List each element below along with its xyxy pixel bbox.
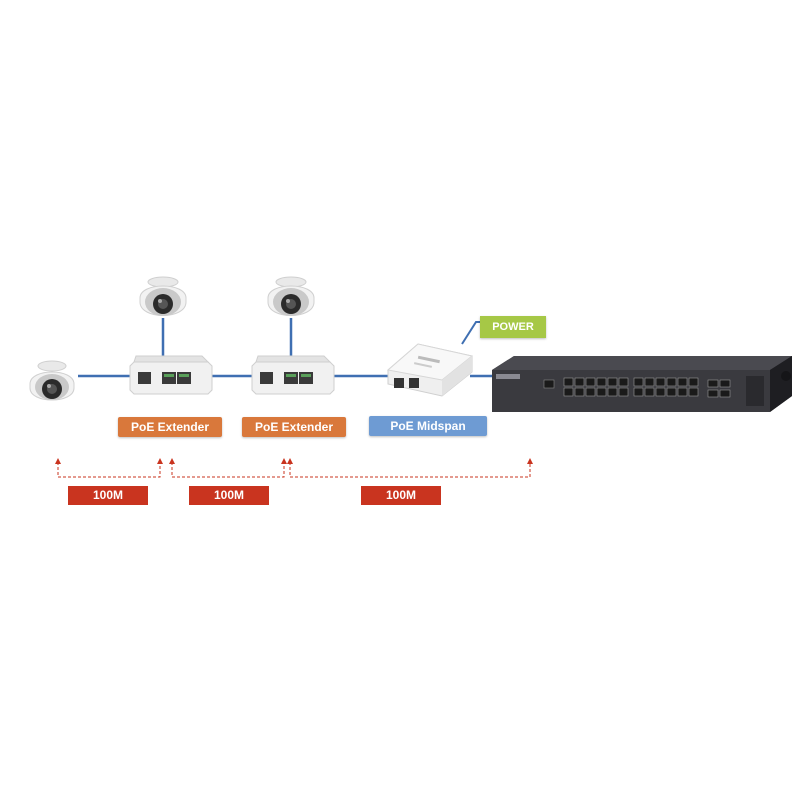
arrowhead bbox=[527, 458, 533, 464]
distance-label-1: 100M bbox=[68, 486, 148, 505]
poe-extender-device-icon bbox=[129, 355, 213, 395]
arrowhead bbox=[55, 458, 61, 464]
span-marker-3 bbox=[289, 462, 531, 478]
span-marker-2 bbox=[171, 462, 285, 478]
span-marker-1 bbox=[57, 462, 161, 478]
dome-camera-icon bbox=[139, 276, 187, 316]
arrowhead bbox=[157, 458, 163, 464]
arrowhead bbox=[281, 458, 287, 464]
arrowhead bbox=[287, 458, 293, 464]
poe-extender-label-1: PoE Extender bbox=[118, 417, 222, 437]
dome-camera-icon bbox=[29, 360, 75, 401]
poe-midspan-label: PoE Midspan bbox=[369, 416, 487, 436]
dome-camera-icon bbox=[267, 276, 315, 316]
poe-extender-device-icon bbox=[251, 355, 335, 395]
arrowhead bbox=[169, 458, 175, 464]
distance-label-2: 100M bbox=[189, 486, 269, 505]
blue-cables bbox=[78, 318, 498, 378]
power-label: POWER bbox=[480, 316, 546, 338]
network-switch-device-icon bbox=[492, 356, 792, 412]
poe-extender-label-2: PoE Extender bbox=[242, 417, 346, 437]
poe-midspan-device-icon bbox=[386, 343, 474, 397]
distance-markers bbox=[57, 462, 531, 478]
distance-arrowheads bbox=[55, 458, 533, 464]
distance-label-3: 100M bbox=[361, 486, 441, 505]
